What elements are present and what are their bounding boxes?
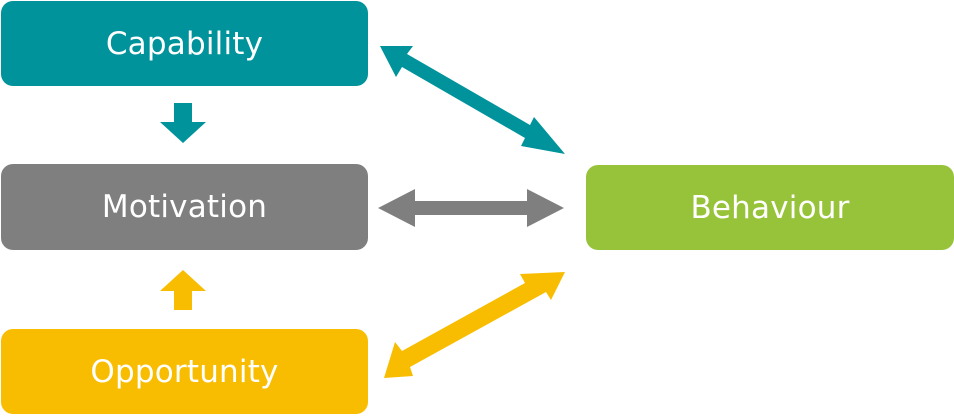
capability-label: Capability xyxy=(105,25,264,62)
opportunity-to-motivation-arrow xyxy=(160,270,206,310)
opportunity-label: Opportunity xyxy=(90,353,279,390)
behaviour-label: Behaviour xyxy=(690,189,850,226)
motivation-behaviour-arrow xyxy=(378,189,564,227)
motivation-box: Motivation xyxy=(1,164,368,250)
opportunity-box: Opportunity xyxy=(1,329,368,414)
motivation-label: Motivation xyxy=(101,189,268,225)
capability-box: Capability xyxy=(1,1,368,86)
capability-behaviour-arrow xyxy=(380,46,565,154)
opportunity-behaviour-arrow xyxy=(384,272,565,378)
capability-to-motivation-arrow xyxy=(160,103,206,143)
behaviour-box: Behaviour xyxy=(586,165,954,250)
